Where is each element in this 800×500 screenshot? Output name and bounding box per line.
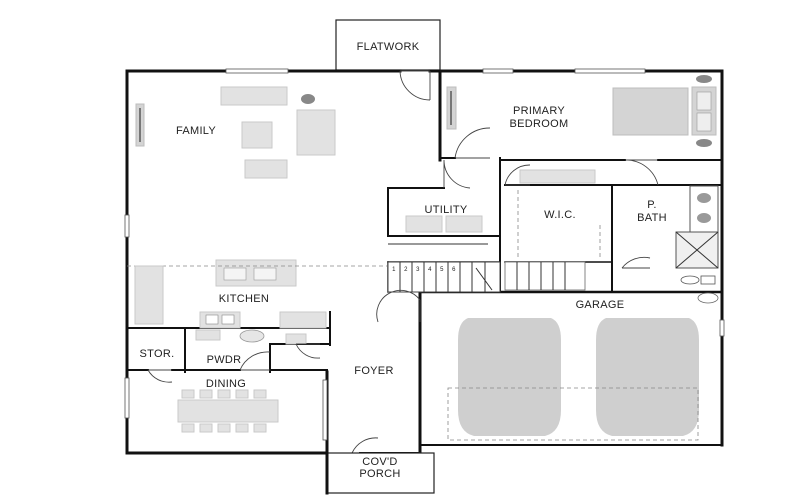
utility-fixtures: [405, 215, 483, 233]
garage-label: GARAGE: [576, 299, 625, 311]
stair-number: 6: [452, 267, 456, 273]
p-bath-label-1: P.: [647, 199, 657, 211]
doors: [147, 70, 659, 454]
powder-label: PWDR: [207, 354, 242, 366]
porch-label-2: PORCH: [359, 468, 400, 480]
windows: [124, 68, 725, 441]
bedroom-furniture: [446, 75, 717, 184]
porch-area: [326, 452, 435, 494]
bath-fixtures: [675, 185, 719, 285]
kitchen-label: KITCHEN: [219, 293, 269, 305]
garage-cars: [447, 292, 719, 441]
foyer-label: FOYER: [354, 365, 393, 377]
stair-number: 5: [440, 267, 444, 273]
primary-bedroom-label-1: PRIMARY: [513, 105, 565, 117]
kitchen-fixtures: [127, 259, 388, 329]
stair-number: 4: [428, 267, 432, 273]
storage-label: STOR.: [140, 348, 175, 360]
family-label: FAMILY: [176, 125, 216, 137]
p-bath-label-2: BATH: [637, 212, 667, 224]
primary-bedroom-label-2: BEDROOM: [510, 118, 569, 130]
stair-number: 3: [416, 267, 420, 273]
room-labels: FLATWORK FAMILY PRIMARY BEDROOM UTILITY …: [140, 41, 667, 480]
family-furniture: [135, 86, 336, 179]
lamp-icon: [301, 94, 315, 104]
utility-label: UTILITY: [424, 204, 467, 216]
dining-label: DINING: [206, 378, 246, 390]
wic-label: W.I.C.: [544, 209, 576, 221]
flatwork-area: [335, 19, 441, 71]
stairs: 1 2 3 4 5 6: [387, 190, 601, 293]
stair-number: 1: [392, 267, 396, 273]
porch-label-1: COV'D: [362, 456, 397, 468]
dining-table: [177, 389, 279, 433]
stair-number: 2: [404, 267, 408, 273]
flatwork-label: FLATWORK: [357, 41, 420, 53]
powder-fixtures: [195, 329, 307, 345]
